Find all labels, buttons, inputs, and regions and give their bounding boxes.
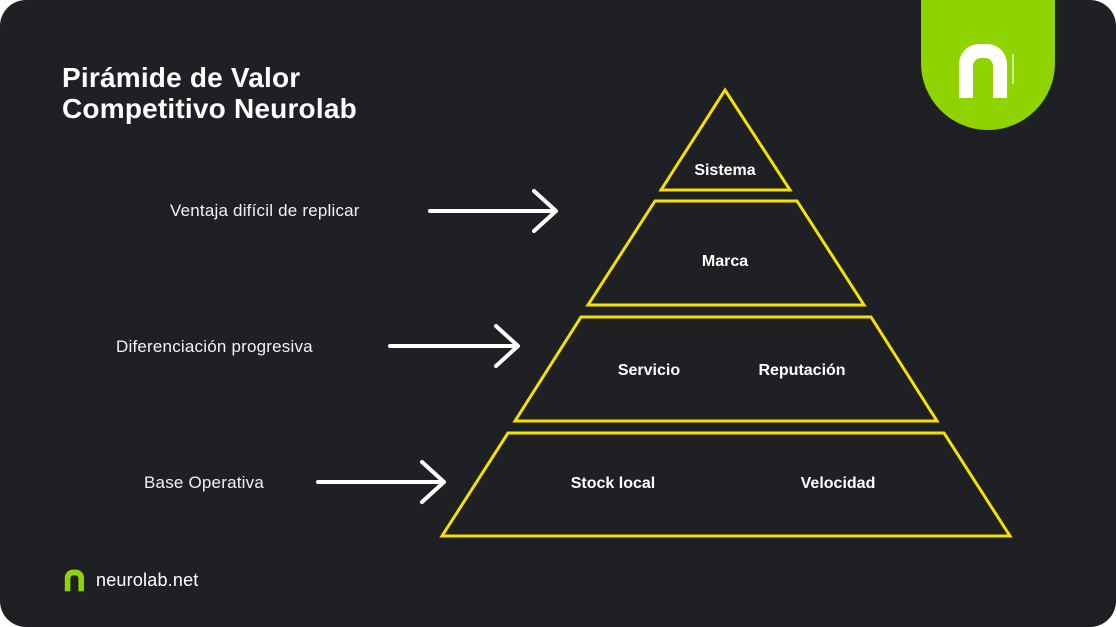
footer-website: neurolab.net bbox=[96, 569, 199, 590]
tier-3-label-servicio: Servicio bbox=[618, 362, 680, 379]
pyramid-tier-3 bbox=[512, 315, 940, 423]
pyramid-tier-4 bbox=[439, 431, 1013, 538]
arrow-middle-icon bbox=[388, 324, 520, 368]
label-ventaja: Ventaja difícil de replicar bbox=[170, 201, 360, 220]
tier-3-label-reputacion: Reputación bbox=[758, 362, 845, 379]
brand-badge bbox=[921, 0, 1055, 130]
arrow-bottom-icon bbox=[316, 460, 446, 504]
tier-1-label-sistema: Sistema bbox=[694, 162, 755, 179]
neurolab-logo-icon bbox=[959, 44, 1014, 98]
footer: neurolab.net bbox=[64, 568, 198, 592]
title-line-1: Pirámide de Valor bbox=[62, 62, 301, 93]
tier-4-label-velocidad: Velocidad bbox=[801, 475, 876, 492]
pyramid-tier-2 bbox=[585, 199, 867, 307]
neurolab-small-logo-icon bbox=[64, 569, 84, 592]
title-line-2: Competitivo Neurolab bbox=[62, 93, 357, 124]
label-diferenciacion: Diferenciación progresiva bbox=[116, 337, 313, 356]
page-title: Pirámide de Valor Competitivo Neurolab bbox=[62, 62, 357, 124]
tier-2-label-marca: Marca bbox=[702, 253, 748, 270]
pyramid-tier-1 bbox=[658, 87, 793, 192]
tier-4-label-stock-local: Stock local bbox=[571, 475, 655, 492]
arrow-top-icon bbox=[428, 189, 558, 233]
label-base-operativa: Base Operativa bbox=[144, 473, 264, 492]
